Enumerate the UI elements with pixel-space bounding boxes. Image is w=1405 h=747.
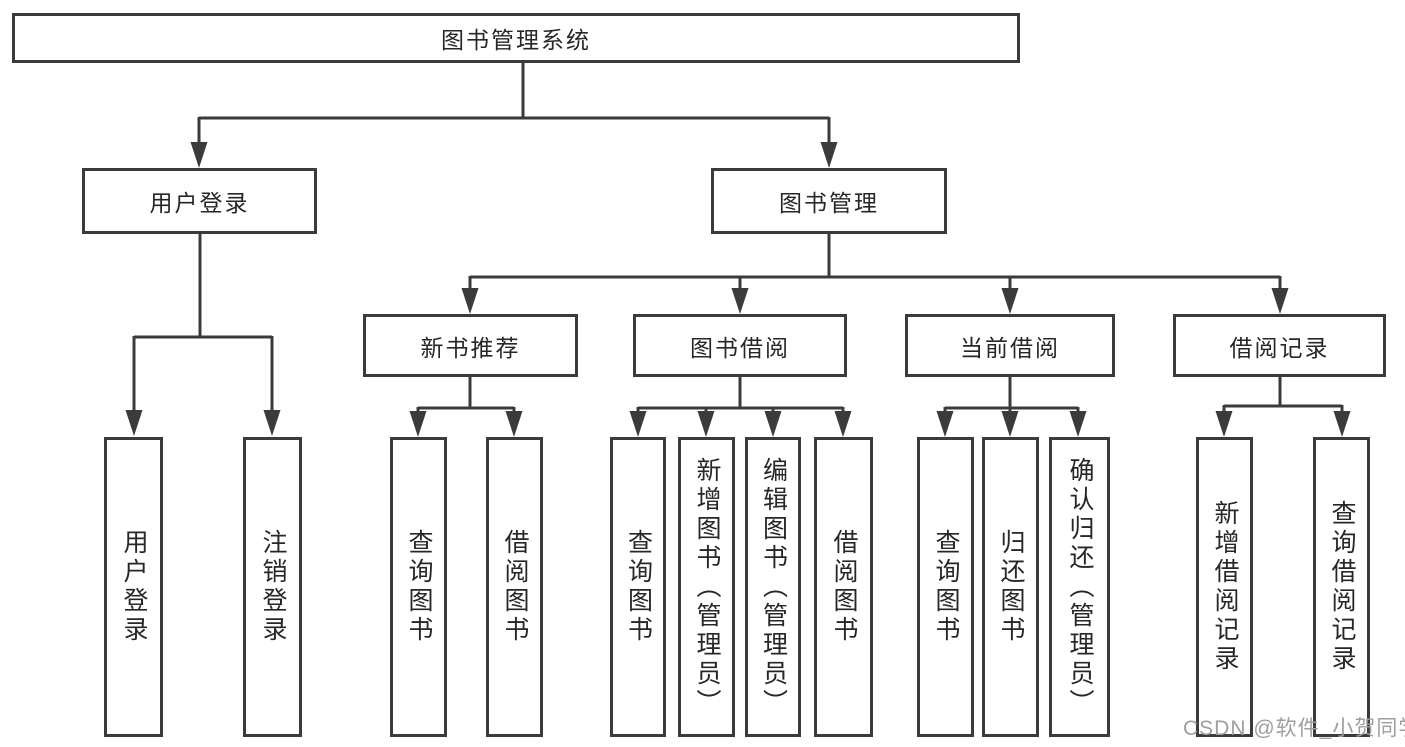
node-user-login-label: 用户登录 xyxy=(149,190,250,216)
node-leaf-bw-edit-books-admin: 编辑图书（管理员） xyxy=(745,437,801,737)
node-leaf-cur-return-books-label: 归还图书 xyxy=(997,529,1025,645)
node-book-management-label: 图书管理 xyxy=(779,190,879,216)
csdn-watermark: CSDN @软件_小贺同学 xyxy=(1183,717,1405,740)
node-current-borrowing-label: 当前借阅 xyxy=(960,334,1060,361)
node-current-borrowing: 当前借阅 xyxy=(905,314,1115,377)
node-leaf-nb-query-books-label: 查询图书 xyxy=(405,529,433,645)
node-leaf-cur-confirm-return-admin-label: 确认归还（管理员） xyxy=(1066,456,1094,718)
node-borrowing-records-label: 借阅记录 xyxy=(1229,334,1330,361)
node-leaf-bw-query-books: 查询图书 xyxy=(610,437,666,737)
node-book-management: 图书管理 xyxy=(711,168,947,234)
node-leaf-nb-borrow-books: 借阅图书 xyxy=(486,437,543,737)
node-leaf-bw-edit-books-admin-label: 编辑图书（管理员） xyxy=(759,456,788,718)
node-leaf-bw-add-books-admin: 新增图书（管理员） xyxy=(678,437,735,737)
node-leaf-user-login-label: 用户登录 xyxy=(120,529,148,645)
node-book-borrowing: 图书借阅 xyxy=(633,314,847,377)
node-leaf-bw-add-books-admin-label: 新增图书（管理员） xyxy=(693,456,721,718)
node-new-book-recommend-label: 新书推荐 xyxy=(420,334,521,361)
node-leaf-bw-query-books-label: 查询图书 xyxy=(624,529,653,645)
node-leaf-bw-borrow-books: 借阅图书 xyxy=(814,437,873,737)
node-leaf-user-login: 用户登录 xyxy=(104,437,163,737)
node-leaf-nb-query-books: 查询图书 xyxy=(390,437,447,737)
node-leaf-logout: 注销登录 xyxy=(243,437,302,737)
node-leaf-cur-return-books: 归还图书 xyxy=(982,437,1039,737)
node-leaf-rec-query-record-label: 查询借阅记录 xyxy=(1328,500,1356,674)
node-leaf-cur-query-books-label: 查询图书 xyxy=(932,529,960,645)
node-user-login: 用户登录 xyxy=(82,168,317,234)
node-leaf-cur-confirm-return-admin: 确认归还（管理员） xyxy=(1049,437,1110,737)
node-leaf-cur-query-books: 查询图书 xyxy=(917,437,974,737)
node-book-borrowing-label: 图书借阅 xyxy=(690,334,790,361)
node-leaf-nb-borrow-books-label: 借阅图书 xyxy=(501,529,529,645)
node-new-book-recommend: 新书推荐 xyxy=(363,314,578,377)
node-leaf-rec-add-record-label: 新增借阅记录 xyxy=(1211,500,1239,674)
node-leaf-logout-label: 注销登录 xyxy=(259,529,287,645)
node-leaf-bw-borrow-books-label: 借阅图书 xyxy=(830,529,858,645)
node-root: 图书管理系统 xyxy=(12,13,1020,63)
node-borrowing-records: 借阅记录 xyxy=(1173,314,1386,377)
node-leaf-rec-query-record: 查询借阅记录 xyxy=(1313,437,1370,737)
node-root-label: 图书管理系统 xyxy=(441,27,591,53)
node-leaf-rec-add-record: 新增借阅记录 xyxy=(1196,437,1253,737)
